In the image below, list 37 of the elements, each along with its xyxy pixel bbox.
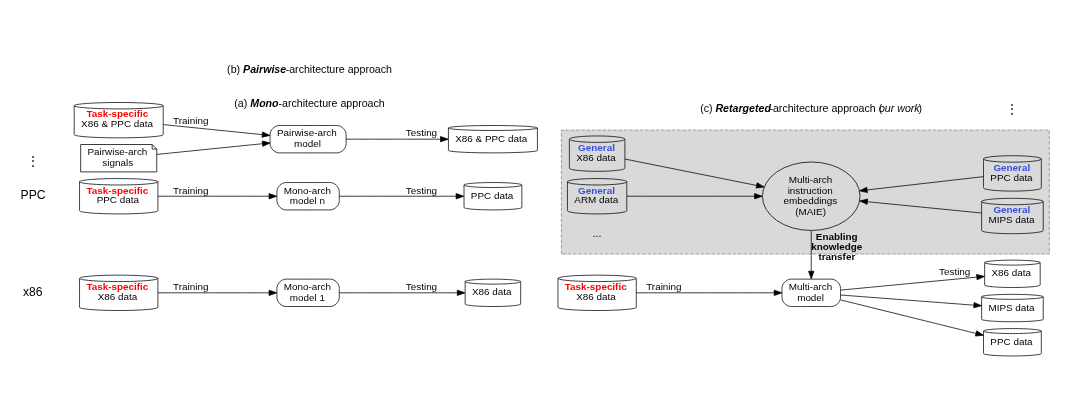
arrow — [157, 289, 278, 296]
arrow — [162, 124, 271, 138]
arrow — [338, 193, 465, 200]
arrow — [624, 158, 765, 189]
label: (a) Mono-architecture approach — [234, 97, 385, 110]
edge-label: Enabling knowledge transfer — [811, 230, 863, 262]
arrow — [859, 198, 982, 214]
edge-label: Testing — [939, 265, 971, 277]
arrow — [338, 289, 466, 296]
node-box: Pairwise-arch model — [269, 125, 347, 154]
label: ⋮ — [1006, 102, 1019, 117]
label: PPC — [20, 188, 46, 203]
edge-label: Training — [646, 281, 682, 293]
node-box: Multi-arch model — [781, 278, 841, 307]
edge-label: Training — [173, 184, 209, 196]
arrow — [840, 294, 982, 309]
arrow — [808, 230, 815, 280]
label: x86 — [22, 284, 43, 299]
arrow — [840, 274, 985, 291]
arrow — [859, 176, 984, 193]
label: ⋮ — [27, 153, 40, 168]
edge-label: Testing — [405, 281, 438, 293]
node-box: Mono-arch model 1 — [276, 278, 340, 307]
arrow — [636, 289, 783, 296]
edge-label: Testing — [405, 184, 438, 196]
arrow — [156, 140, 271, 155]
edge-label: Training — [173, 114, 209, 126]
edge-label: Testing — [405, 127, 438, 139]
arrow — [157, 193, 278, 200]
label: ... — [592, 227, 602, 240]
arrow — [840, 299, 984, 337]
node-ellipse: Multi-arch instruction embeddings (MAIE) — [762, 161, 861, 231]
label: (b) Pairwise-architecture approach — [227, 62, 392, 75]
arrow — [345, 136, 449, 143]
arrow — [626, 193, 763, 200]
node-box: Mono-arch model n — [276, 182, 340, 211]
edge-label: Training — [173, 281, 209, 293]
